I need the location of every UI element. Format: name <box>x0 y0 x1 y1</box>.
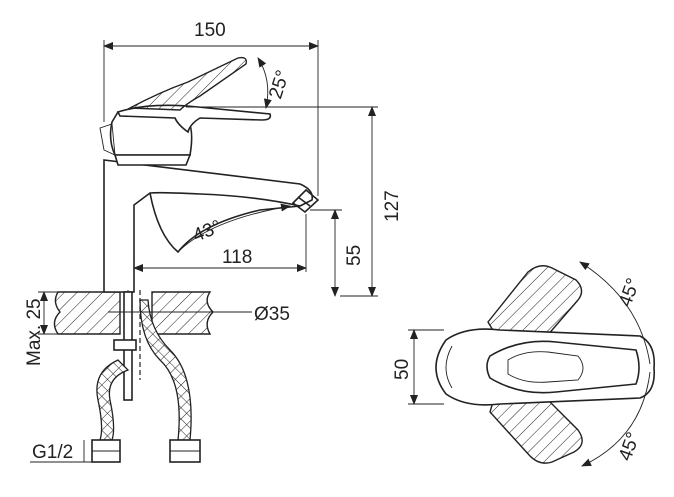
dim-width-total: 150 <box>194 20 226 41</box>
dim-thread: G1/2 <box>32 442 73 463</box>
dim-max-thickness: Max. 25 <box>24 298 45 366</box>
top-view: 50 45° 45° <box>392 261 656 467</box>
dim-spout-angle: 43° <box>190 216 225 246</box>
faucet-body <box>103 159 314 293</box>
dim-spout-height: 55 <box>344 245 365 266</box>
dim-rotation-upper: 45° <box>615 276 645 310</box>
lever-raised-outline <box>127 56 248 111</box>
side-view: 150 25° 127 55 118 43° Ø35 Max. 25 <box>24 20 403 463</box>
top-lever <box>486 340 640 394</box>
dim-rotation-lower: 45° <box>615 430 645 464</box>
countertop-left-section <box>53 291 121 335</box>
dim-top-width: 50 <box>392 359 413 380</box>
dim-lever-angle: 25° <box>265 68 294 102</box>
countertop-right-section <box>151 291 214 335</box>
dim-height-total: 127 <box>382 190 403 222</box>
dim-base-diameter: Ø35 <box>254 304 290 325</box>
dim-spout-reach: 118 <box>222 247 252 268</box>
aerator <box>291 188 320 214</box>
cartridge-lower <box>113 154 192 166</box>
